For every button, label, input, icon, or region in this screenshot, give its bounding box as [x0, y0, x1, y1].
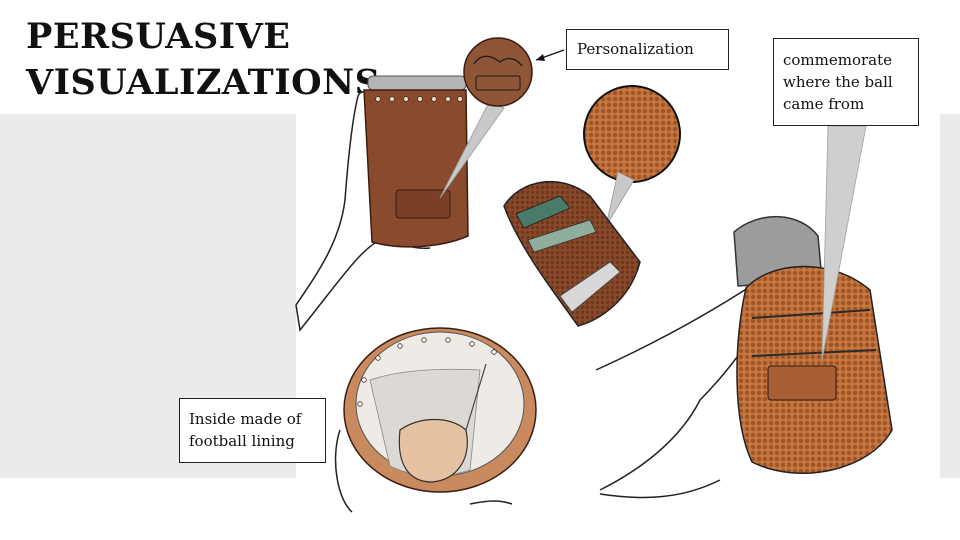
commemorate-callout: commemorate where the ball came from — [773, 38, 919, 126]
koozie-interior-sketch — [334, 327, 537, 513]
slide-title: PERSUASIVE VISUALIZATIONS — [26, 14, 380, 106]
title-line-2: VISUALIZATIONS — [26, 62, 381, 103]
football-koozie-hand-sketch — [595, 125, 893, 499]
title-line-1: PERSUASIVE — [26, 16, 291, 57]
personalization-callout: Personalization — [566, 29, 729, 70]
background-band-right — [940, 114, 960, 478]
koozie-hand-sketch — [295, 37, 565, 332]
textured-koozie-sketch — [503, 85, 681, 327]
inside-lining-callout: Inside made of football lining — [179, 398, 326, 463]
